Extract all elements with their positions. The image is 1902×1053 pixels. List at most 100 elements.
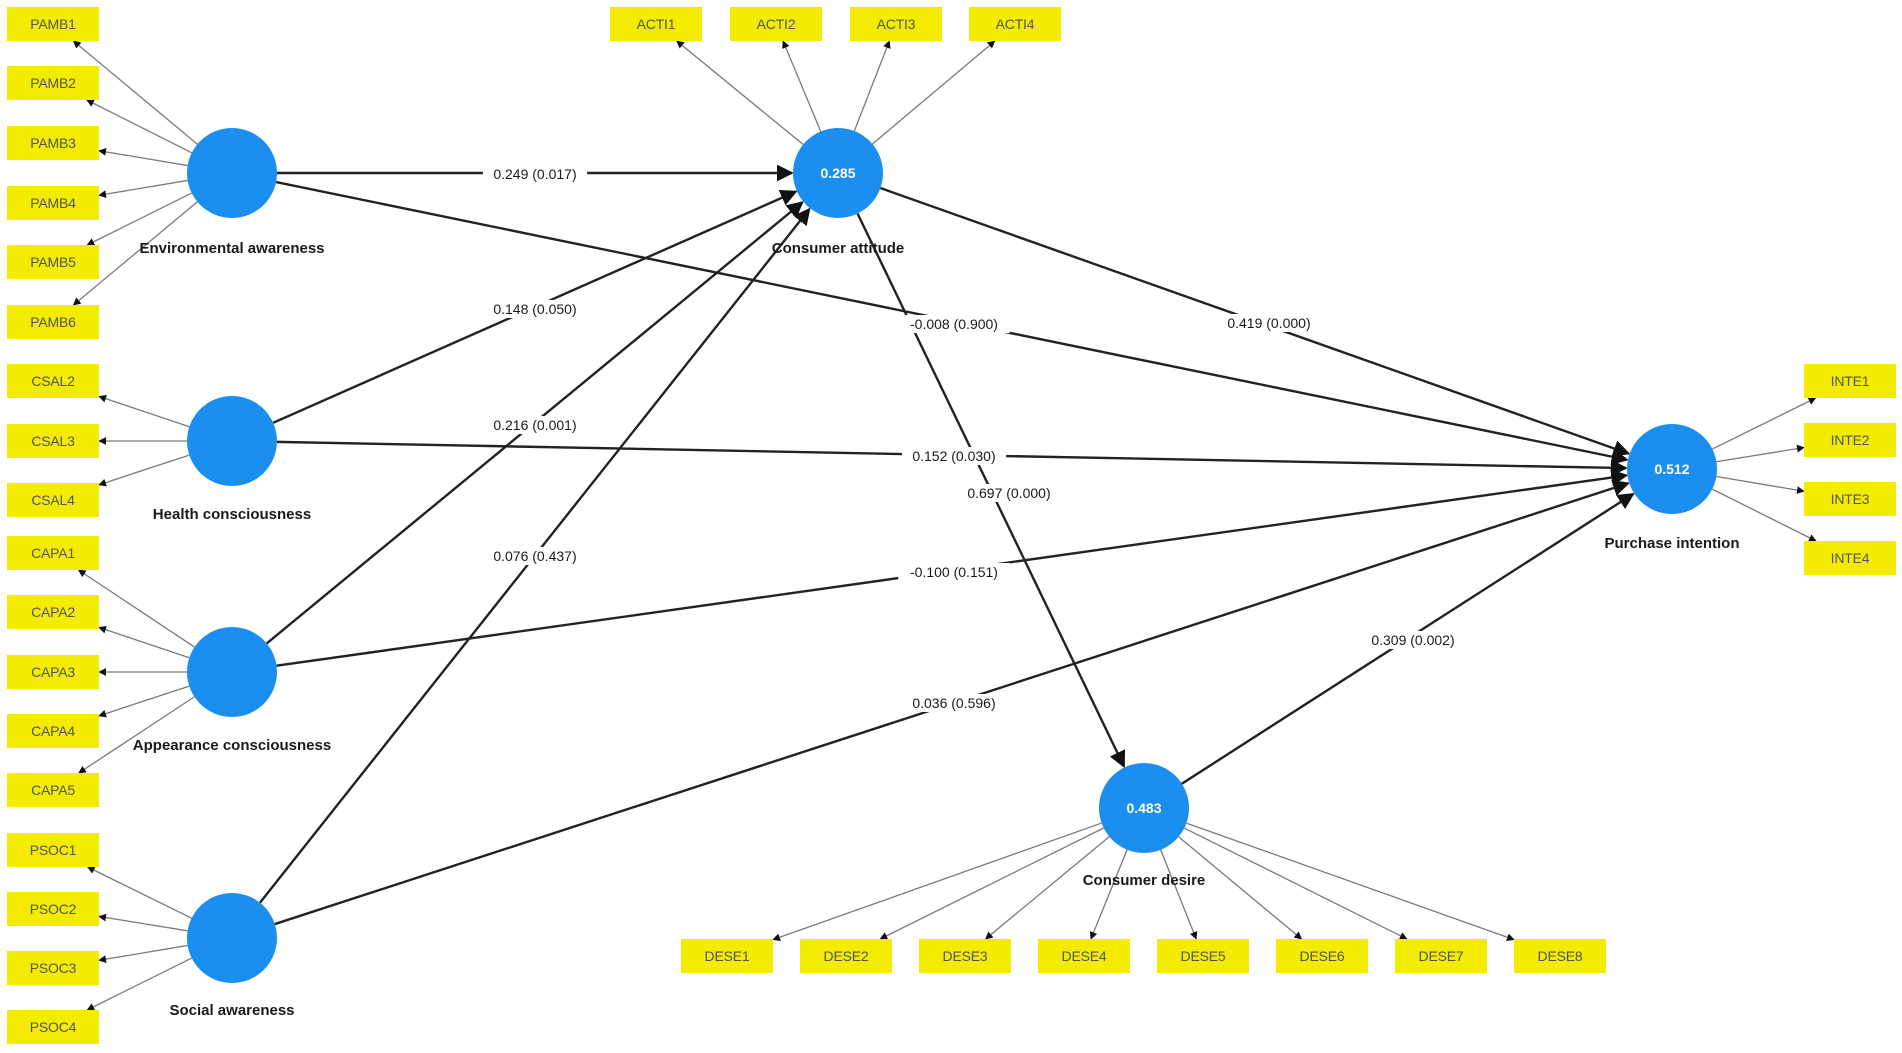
path-coefficient-ca-cd: 0.697 (0.000) [967,485,1050,501]
indicator-pamb4: PAMB4 [7,186,99,220]
loading-arrow-csal2 [98,394,190,428]
indicator-inte1: INTE1 [1804,364,1896,398]
indicator-loadings-layer [72,40,1817,1011]
indicator-dese7: DESE7 [1395,939,1487,973]
r-squared-consumer-attitude: 0.285 [820,165,855,181]
loading-arrow-inte3 [1716,475,1805,494]
indicator-capa3: CAPA3 [7,655,99,689]
indicator-dese2: DESE2 [800,939,892,973]
indicator-csal4: CSAL4 [7,483,99,517]
loading-arrow-inte2 [1716,444,1805,463]
construct-health-consciousness [187,396,277,486]
loading-arrow-capa1 [77,569,195,648]
path-label-bg-sa-pi [901,694,1007,712]
indicator-acti3: ACTI3 [850,7,942,41]
indicator-psoc1: PSOC1 [7,833,99,867]
indicator-capa5: CAPA5 [7,773,99,807]
loading-arrow-dese1 [772,822,1102,942]
indicator-psoc2: PSOC2 [7,892,99,926]
path-label-bg-ea-pi [898,315,1010,333]
indicator-dese3: DESE3 [919,939,1011,973]
indicator-inte3: INTE3 [1804,482,1896,516]
indicator-csal2: CSAL2 [7,364,99,398]
indicator-dese8: DESE8 [1514,939,1606,973]
loading-arrow-pamb6 [72,201,198,306]
path-coefficient-sa-ca: 0.076 (0.437) [493,548,576,564]
construct-label-consumer-desire: Consumer desire [1083,872,1206,889]
indicator-capa1: CAPA1 [7,536,99,570]
indicator-dese1: DESE1 [681,939,773,973]
construct-label-appearance-consciousness: Appearance consciousness [133,737,331,754]
loading-arrow-dese8 [1186,822,1515,941]
construct-appearance-consciousness [187,627,277,717]
loading-arrow-psoc4 [86,957,192,1011]
path-coefficient-sa-pi: 0.036 (0.596) [912,695,995,711]
construct-label-environmental-awareness: Environmental awareness [139,240,324,257]
path-label-bg-hc-pi [901,447,1007,465]
loading-arrow-acti1 [676,40,804,145]
path-coefficient-hc-ca: 0.148 (0.050) [493,301,576,317]
loading-arrow-inte1 [1712,397,1817,450]
loading-arrow-acti2 [782,40,822,132]
path-labels-layer: 0.249 (0.017) 0.148 (0.050) 0.216 (0.001) 0… [482,165,1466,712]
loading-arrow-pamb3 [98,148,188,167]
path-label-bg-sa-ca [482,547,588,565]
construct-label-health-consciousness: Health consciousness [153,506,311,523]
indicator-pamb3: PAMB3 [7,126,99,160]
indicator-acti4: ACTI4 [969,7,1061,41]
indicator-dese5: DESE5 [1157,939,1249,973]
path-coefficient-ac-pi: -0.100 (0.151) [910,564,998,580]
r-squared-purchase-intention: 0.512 [1654,461,1689,477]
loading-arrow-dese7 [1183,827,1408,940]
indicator-inte4: INTE4 [1804,541,1896,575]
indicator-csal3: CSAL3 [7,424,99,458]
loading-arrow-dese2 [879,827,1104,940]
loading-arrow-dese5 [1160,849,1198,940]
construct-purchase-intention [1627,424,1717,514]
indicator-pamb2: PAMB2 [7,66,99,100]
construct-label-consumer-attitude: Consumer attitude [772,240,905,257]
construct-social-awareness [187,893,277,983]
construct-label-purchase-intention: Purchase intention [1604,535,1739,552]
loading-arrow-acti3 [853,40,891,132]
loading-arrow-pamb2 [86,99,193,154]
indicator-pamb5: PAMB5 [7,245,99,279]
path-coefficient-ea-ca: 0.249 (0.017) [493,166,576,182]
loading-arrow-pamb1 [72,40,198,145]
indicator-acti1: ACTI1 [610,7,702,41]
path-label-bg-ac-ca [482,416,588,434]
loading-arrow-pamb4 [98,179,188,198]
indicator-pamb6: PAMB6 [7,305,99,339]
indicator-acti2: ACTI2 [730,7,822,41]
r-squared-consumer-desire: 0.483 [1126,800,1161,816]
loading-arrow-dese6 [1178,836,1303,940]
loading-arrow-psoc3 [98,944,188,963]
path-coefficient-hc-pi: 0.152 (0.030) [912,448,995,464]
loading-arrow-psoc2 [98,913,188,932]
indicator-inte2: INTE2 [1804,423,1896,457]
indicator-dese4: DESE4 [1038,939,1130,973]
path-label-bg-ca-pi [1216,314,1322,332]
path-coefficient-ea-pi: -0.008 (0.900) [910,316,998,332]
indicator-capa2: CAPA2 [7,595,99,629]
loading-arrow-csal4 [98,454,190,487]
indicator-pamb1: PAMB1 [7,7,99,41]
loading-arrow-capa4 [98,685,190,718]
construct-label-social-awareness: Social awareness [169,1002,294,1019]
loading-arrow-capa2 [98,625,190,659]
loading-arrow-pamb5 [86,192,192,246]
loading-arrow-psoc1 [86,866,192,919]
construct-consumer-desire [1099,763,1189,853]
loading-arrow-inte4 [1711,488,1817,542]
path-label-bg-ea-ca [482,165,588,183]
path-label-bg-ca-cd [956,484,1062,502]
indicator-psoc4: PSOC4 [7,1010,99,1044]
indicator-psoc3: PSOC3 [7,951,99,985]
path-coefficient-ca-pi: 0.419 (0.000) [1227,315,1310,331]
loading-arrow-capa5 [78,696,195,774]
path-coefficient-ac-ca: 0.216 (0.001) [493,417,576,433]
